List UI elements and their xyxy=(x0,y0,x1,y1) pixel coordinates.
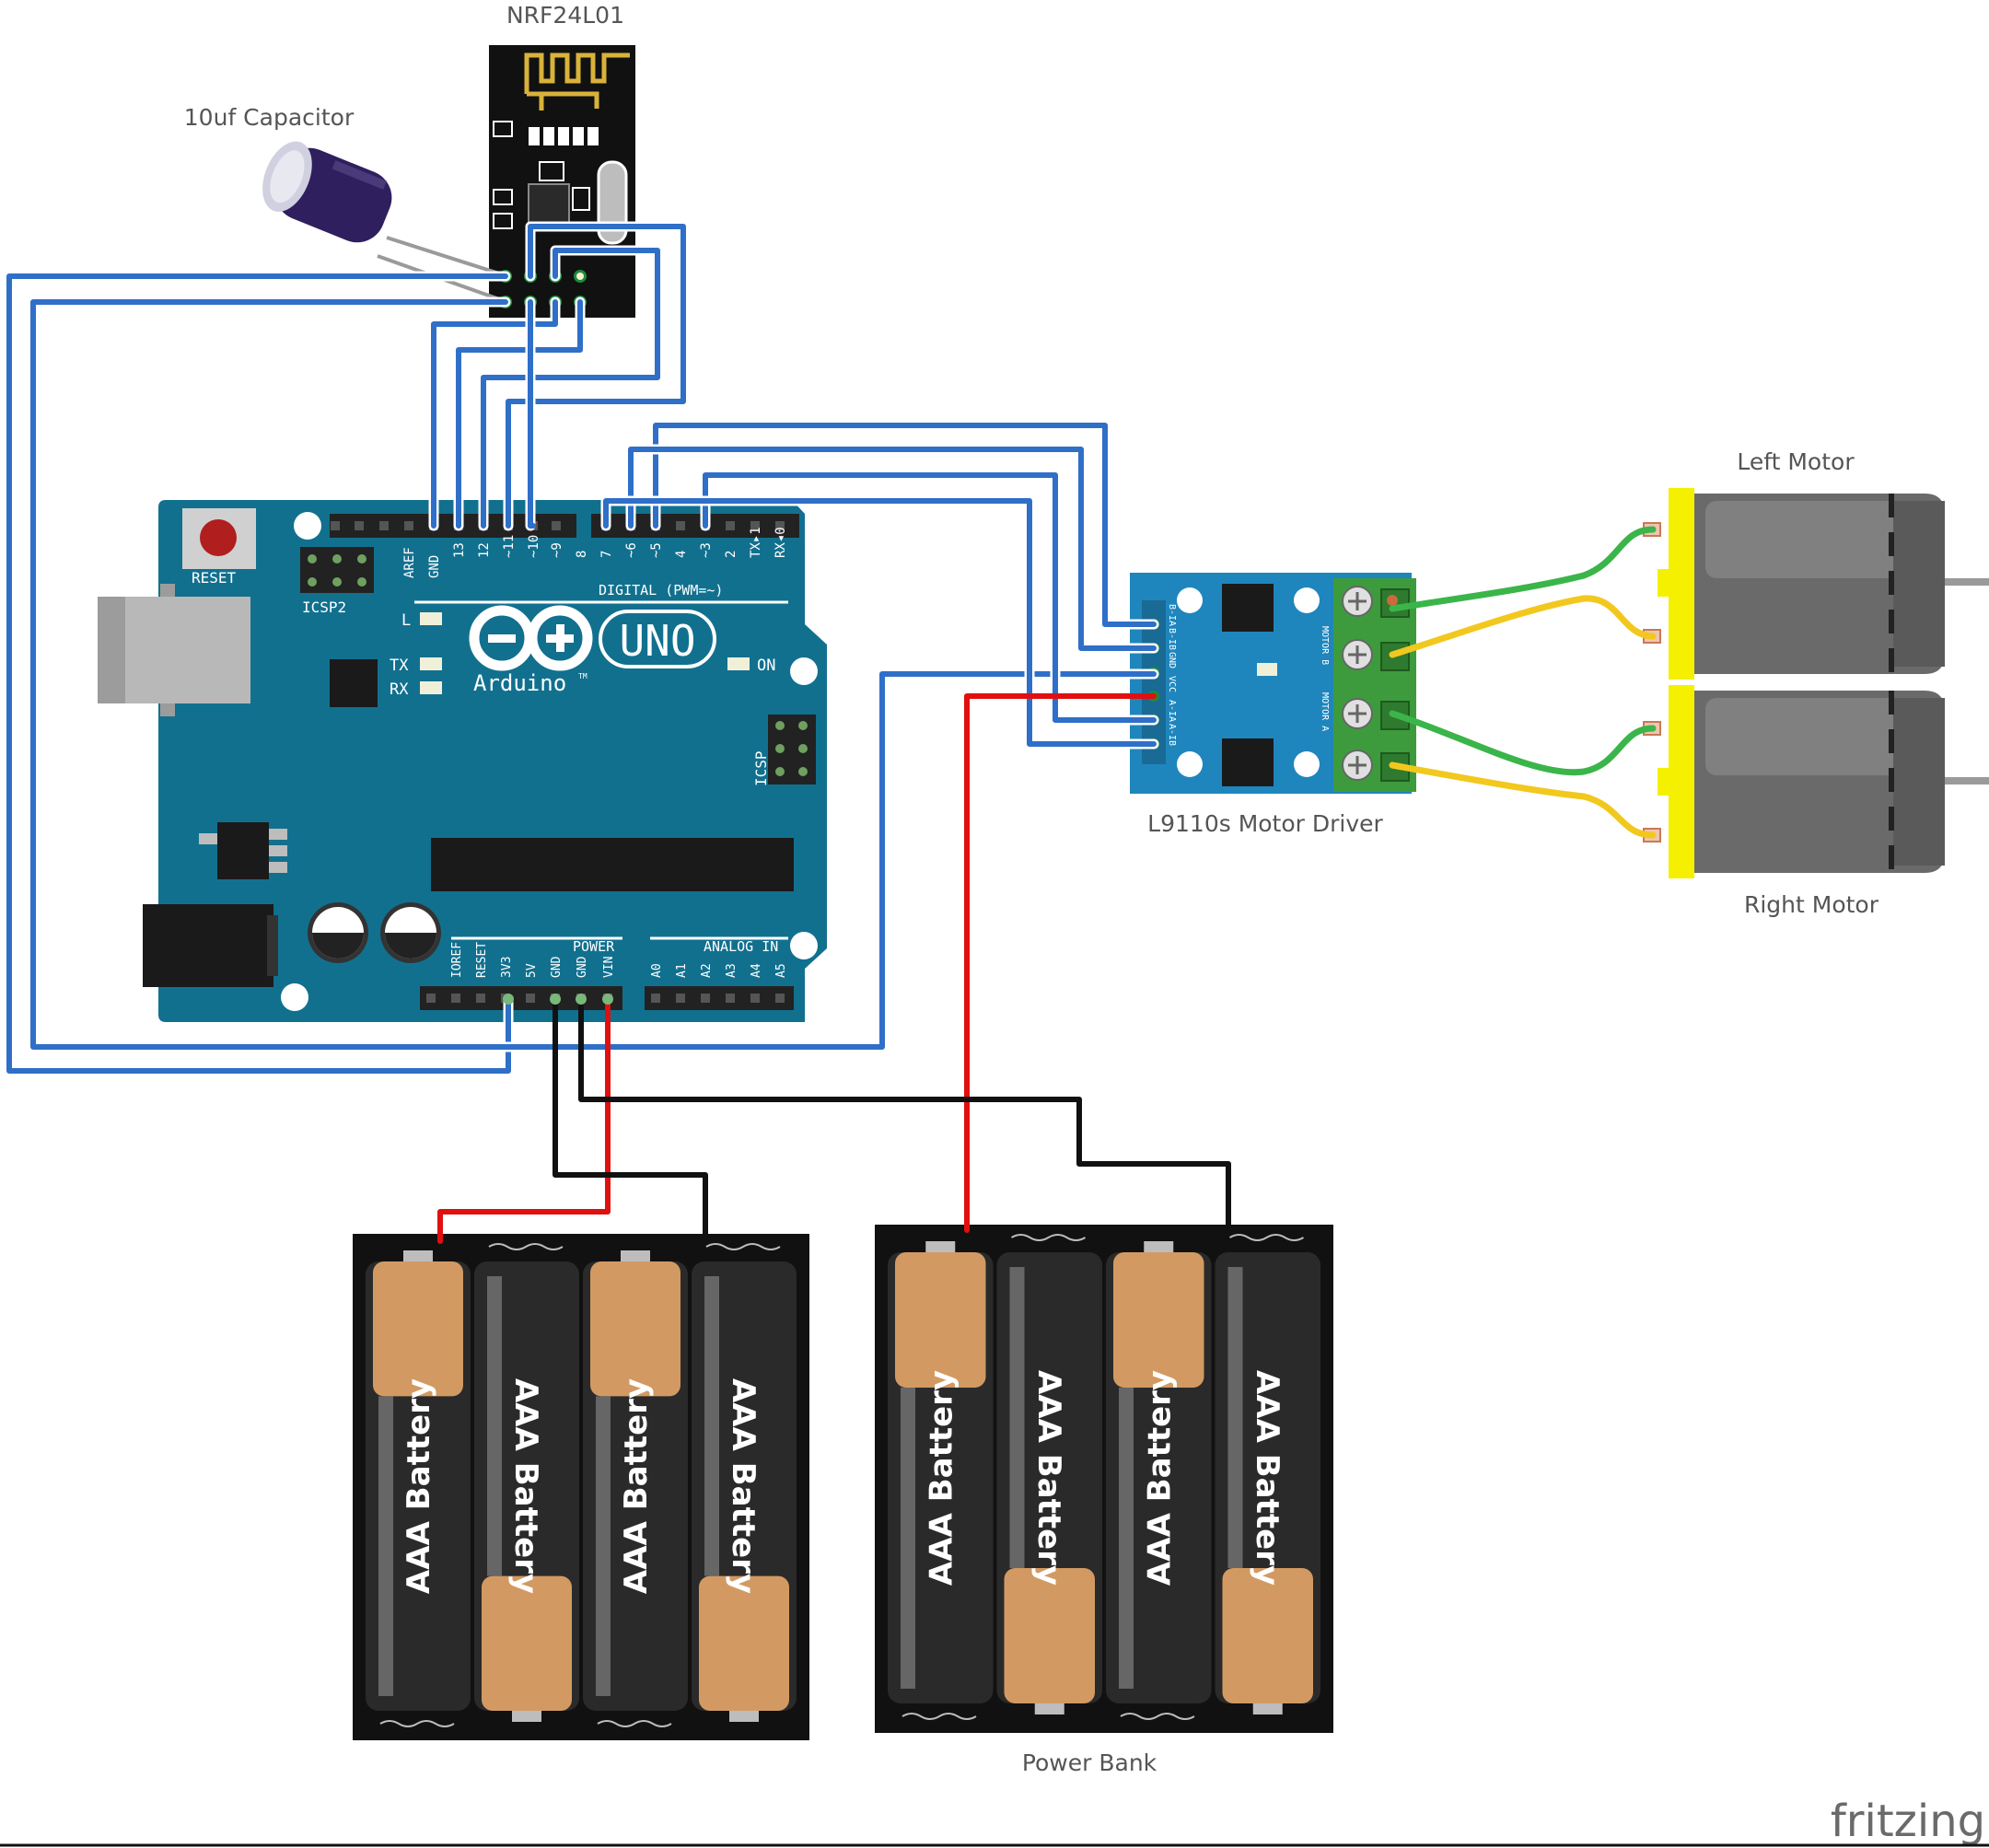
analog-pin-label: A3 xyxy=(725,963,739,978)
uno-text: UNO xyxy=(619,616,695,666)
power-pin-label: 5V xyxy=(525,963,539,978)
blue-wires xyxy=(4,221,1159,1076)
digital-pin-label: 13 xyxy=(452,542,467,558)
power-bank-label: Power Bank xyxy=(1022,1749,1157,1776)
led-rx-label: RX xyxy=(390,680,409,699)
icsp-label: ICSP xyxy=(752,750,770,786)
arduino-brand-text: Arduino xyxy=(473,670,566,696)
power-pin-label: RESET xyxy=(475,942,489,978)
motor-wires xyxy=(1389,526,1657,839)
digital-pin-label: TX▸1 xyxy=(749,527,763,558)
analog-pin-label: A1 xyxy=(675,963,689,978)
black-wires xyxy=(552,996,1231,1244)
power-pin-label: IOREF xyxy=(450,942,464,978)
left-motor-label: Left Motor xyxy=(1737,448,1855,475)
component-labels: NRF24L01 10uf Capacitor L9110s Motor Dri… xyxy=(184,2,1985,1847)
power-pin-label: 3V3 xyxy=(500,957,514,978)
driver-pin-label: B-IA xyxy=(1167,604,1177,626)
driver-pin-label: VCC xyxy=(1167,676,1177,692)
digital-pin-label: 8 xyxy=(575,551,589,558)
digital-pin-label: RX◂0 xyxy=(774,527,788,558)
motor-driver-label: L9110s Motor Driver xyxy=(1147,810,1383,837)
driver-pin-label: B-IB xyxy=(1167,628,1177,650)
battery-label: AAA Battery xyxy=(923,1370,960,1586)
nrf24l01-module xyxy=(489,45,635,318)
digital-pin-label: ~11 xyxy=(502,535,517,558)
led-tx-label: TX xyxy=(390,657,409,675)
digital-label: DIGITAL (PWM=~) xyxy=(599,582,723,599)
battery-pack-right: AAA Battery AAA Battery AAA Battery AAA Bat… xyxy=(875,1225,1333,1733)
battery-label: AAA Battery xyxy=(1249,1370,1285,1586)
led-l-label: L xyxy=(401,611,411,630)
trademark: TM xyxy=(578,672,587,680)
right-motor xyxy=(1643,685,1989,878)
analog-label: ANALOG IN xyxy=(704,938,778,955)
battery-label: AAA Battery xyxy=(401,1378,437,1594)
motor-b-label: MOTOR B xyxy=(1320,626,1330,665)
analog-pin-label: A0 xyxy=(650,963,664,978)
aaa-battery-cell: AAA Battery xyxy=(692,1243,797,1722)
driver-pin-label: A-IB xyxy=(1167,724,1177,746)
analog-pin-label: A5 xyxy=(774,963,788,978)
aaa-battery-cell: AAA Battery xyxy=(996,1234,1102,1714)
aaa-battery-cell: AAA Battery xyxy=(1215,1234,1320,1714)
icsp2-label: ICSP2 xyxy=(302,599,346,616)
analog-pin-label: A4 xyxy=(750,963,763,978)
capacitor xyxy=(262,141,503,302)
battery-label: AAA Battery xyxy=(1141,1370,1178,1586)
left-motor xyxy=(1643,488,1989,680)
fritzing-watermark: fritzing xyxy=(1831,1796,1985,1847)
digital-pin-label: ~5 xyxy=(649,542,664,558)
arduino-infinity-logo xyxy=(469,605,593,671)
power-pin-label: VIN xyxy=(602,957,616,978)
analog-pin-label: A2 xyxy=(700,963,714,978)
l9110s-motor-driver: B-IA B-IB GND VCC A-IA A-IB MOTOR B MOTOR A xyxy=(1130,573,1416,794)
digital-pin-label: 2 xyxy=(724,551,739,558)
digital-pin-label: 12 xyxy=(477,542,492,558)
driver-pin-label: A-IA xyxy=(1167,700,1177,722)
wires xyxy=(4,221,1657,1244)
digital-pin-label: ~9 xyxy=(550,542,564,558)
battery-label: AAA Battery xyxy=(725,1378,762,1594)
driver-pin-label: GND xyxy=(1167,652,1177,668)
power-label: POWER xyxy=(573,938,615,955)
driver-pin-labels: B-IA B-IB GND VCC A-IA A-IB xyxy=(1167,604,1177,746)
power-pin-label: GND xyxy=(576,956,589,978)
right-motor-label: Right Motor xyxy=(1744,891,1879,918)
arduino-uno: RESET ICSP2 L TX RX ON xyxy=(98,500,827,1022)
digital-pin-label: ~6 xyxy=(624,542,639,558)
aaa-battery-cell: AAA Battery xyxy=(583,1250,688,1727)
power-pin-label: GND xyxy=(550,956,564,978)
digital-pin-label: ~3 xyxy=(699,542,714,558)
reset-label: RESET xyxy=(192,569,237,587)
digital-pin-label: AREF xyxy=(402,547,417,578)
pin-labels: AREF GND 13 12 ~11 ~10 ~9 8 7 ~6 ~5 4 ~3 2 TX▸1 RX◂0IOR… xyxy=(402,527,788,978)
motor-a-label: MOTOR A xyxy=(1320,692,1330,731)
battery-label: AAA Battery xyxy=(618,1378,655,1594)
capacitor-label: 10uf Capacitor xyxy=(184,104,355,131)
digital-pin-label: ~10 xyxy=(527,535,541,558)
aaa-battery-cell: AAA Battery xyxy=(474,1243,579,1722)
led-on-label: ON xyxy=(757,657,775,675)
digital-pin-label: GND xyxy=(427,555,442,578)
aaa-battery-cell: AAA Battery xyxy=(366,1250,471,1727)
battery-label: AAA Battery xyxy=(507,1378,544,1594)
aaa-battery-cell: AAA Battery xyxy=(888,1241,994,1720)
nrf24l01-label: NRF24L01 xyxy=(506,2,624,29)
battery-label: AAA Battery xyxy=(1030,1370,1067,1586)
aaa-battery-cell: AAA Battery xyxy=(1106,1241,1212,1720)
battery-pack-left: AAA Battery AAA Battery AAA Battery AAA Bat… xyxy=(353,1234,809,1740)
red-wires xyxy=(437,693,1157,1244)
digital-pin-label: 7 xyxy=(599,551,614,558)
digital-pin-label: 4 xyxy=(674,551,689,558)
